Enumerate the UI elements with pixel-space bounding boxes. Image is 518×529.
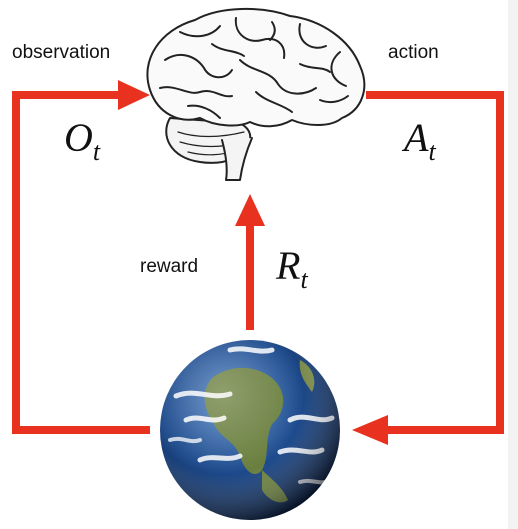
observation-arrow	[12, 80, 150, 434]
action-symbol: At	[404, 115, 436, 166]
observation-label: observation	[12, 42, 111, 63]
reward-arrow	[235, 194, 265, 330]
reward-label: reward	[140, 256, 199, 277]
earth-globe-icon	[160, 340, 340, 520]
page-edge-shade	[508, 0, 518, 529]
brain-icon	[146, 7, 366, 181]
observation-symbol: Ot	[64, 115, 101, 166]
reward-symbol: Rt	[276, 243, 308, 294]
action-arrow	[352, 91, 504, 445]
action-label: action	[388, 42, 439, 63]
